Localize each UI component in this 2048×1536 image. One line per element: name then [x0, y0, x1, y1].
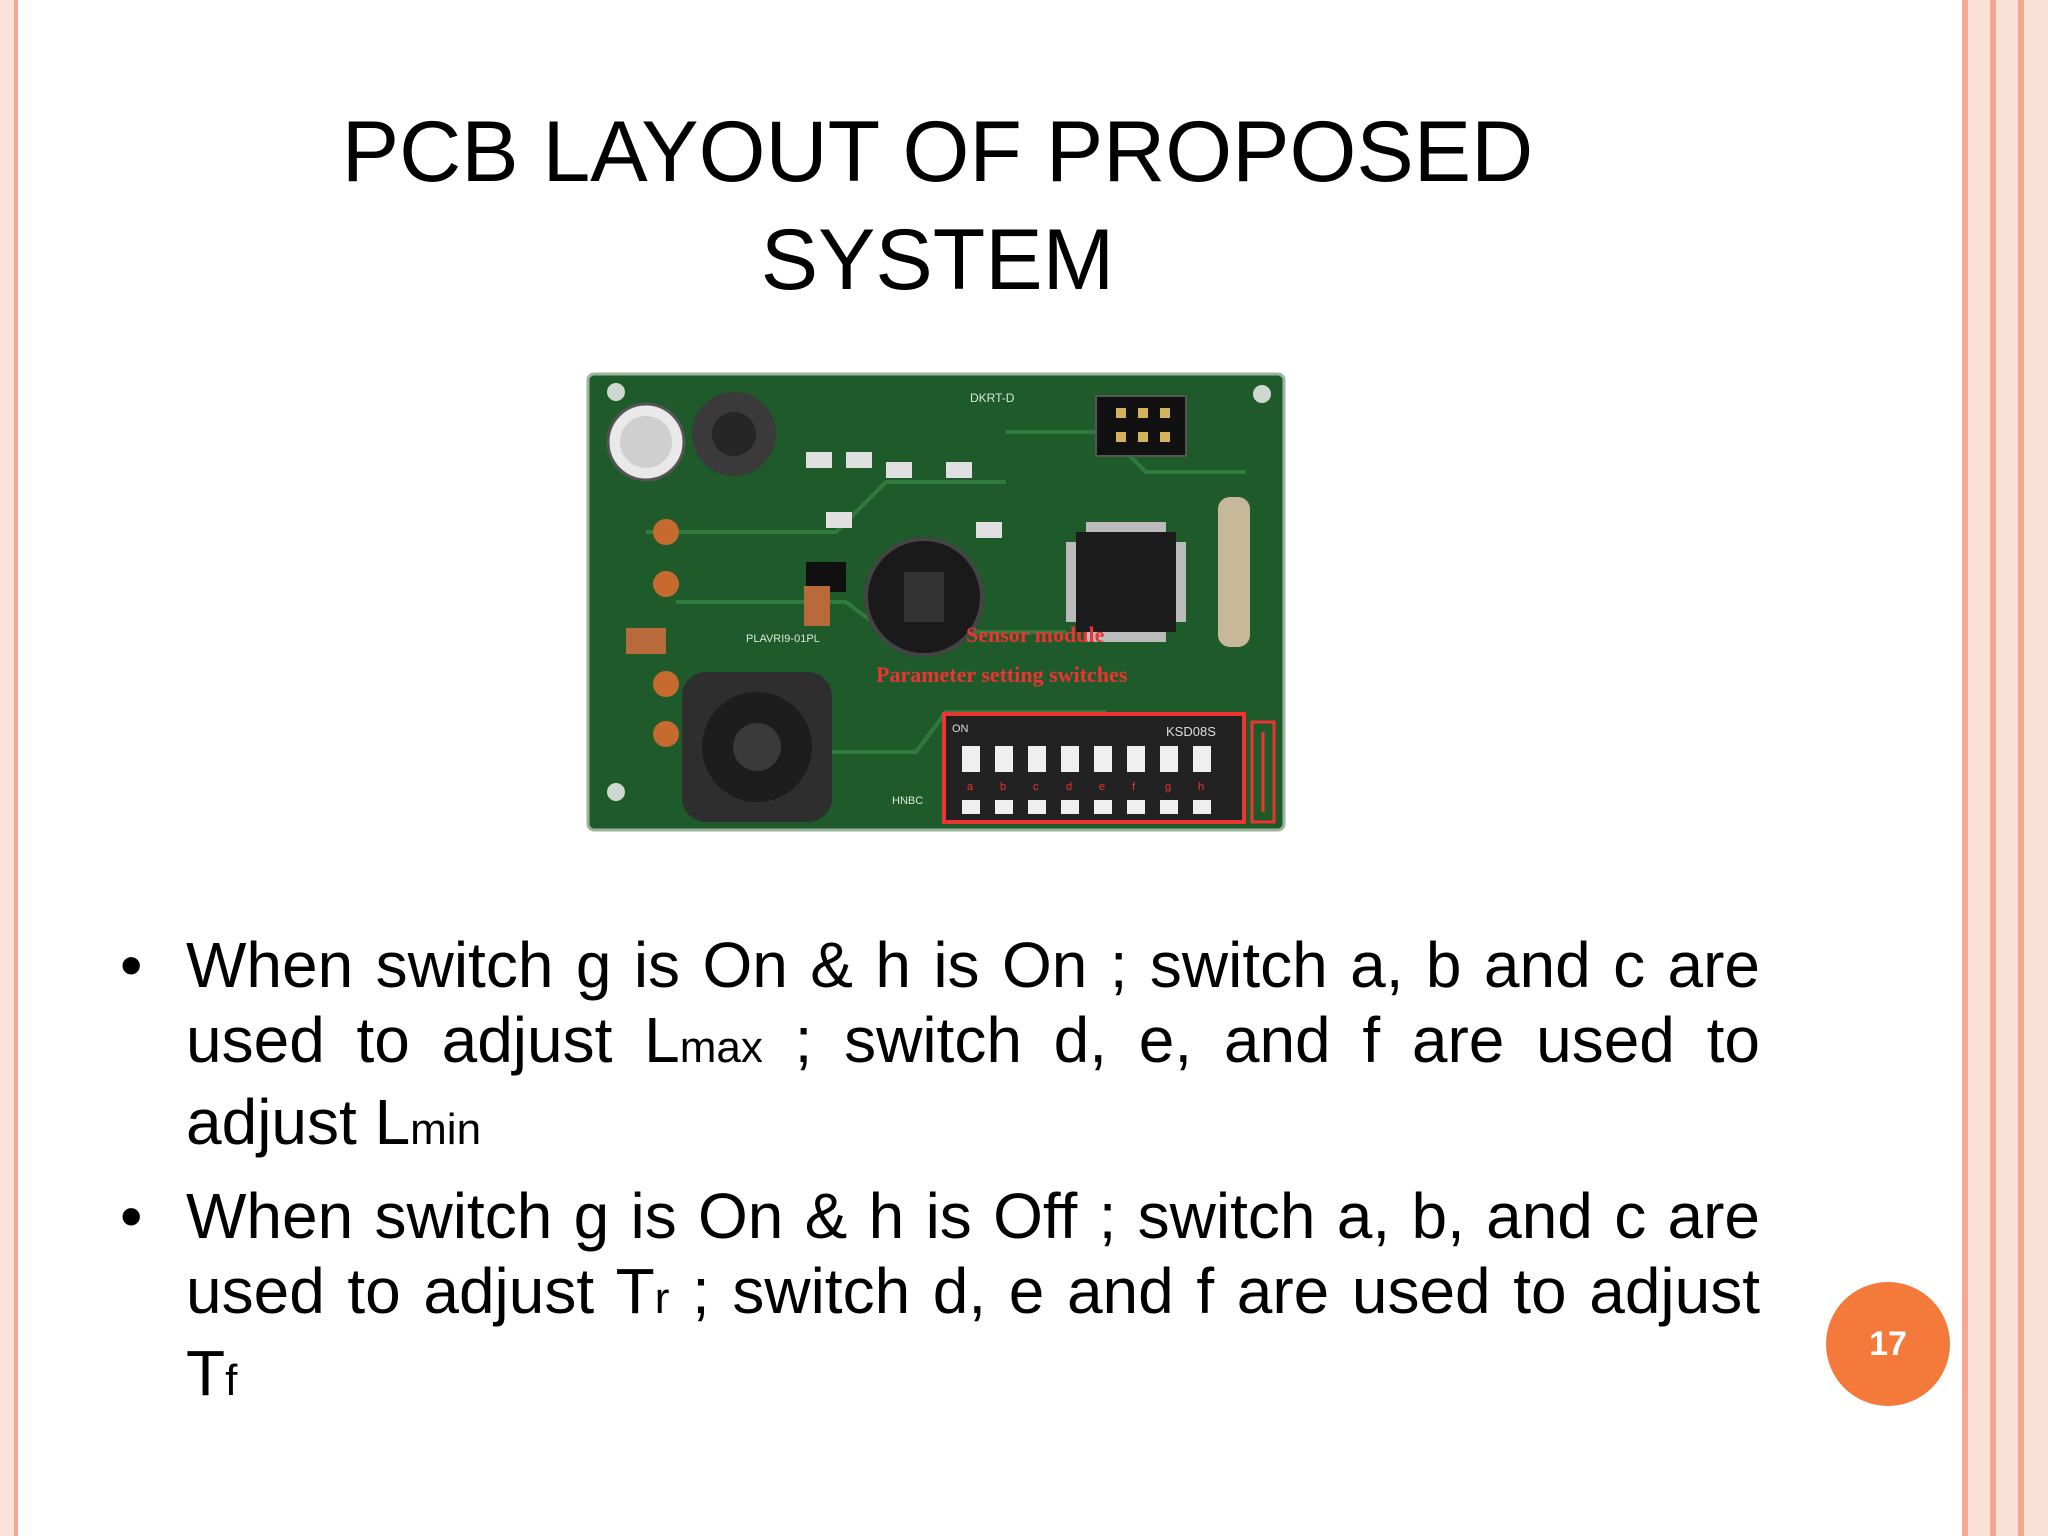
- dip-letter: g: [1165, 781, 1171, 793]
- dip-part-text: KSD08S: [1166, 724, 1216, 739]
- bullet-dot: •: [120, 1180, 143, 1252]
- bullet-text: When switch g is On & h is On ; switch a…: [186, 929, 1760, 1076]
- right-edge-band: [1962, 0, 2048, 1536]
- dip-letter: c: [1033, 781, 1039, 793]
- bullet-item: • When switch g is On & h is Off ; switc…: [120, 1179, 1760, 1418]
- title-line-2: SYSTEM: [760, 212, 1115, 308]
- dip-letter: h: [1198, 781, 1204, 793]
- bullet-item: • When switch g is On & h is On ; switch…: [120, 928, 1760, 1167]
- subscript-lmin: min: [410, 1105, 482, 1154]
- left-edge-line: [14, 0, 18, 1536]
- dip-letter: b: [1000, 781, 1006, 793]
- silkscreen-top-text: DKRT-D: [970, 391, 1015, 405]
- dip-letter: d: [1066, 781, 1072, 793]
- bullet-dot: •: [120, 929, 143, 1001]
- subscript-tr: r: [654, 1274, 670, 1323]
- pcb-photo: DKRT-D PLAVRI9-01PL HNBC Sensor module P…: [586, 372, 1286, 832]
- bullet-text: When switch g is On & h is Off ; switch …: [186, 1180, 1760, 1327]
- left-edge-band: [0, 0, 14, 1536]
- dip-letter: a: [967, 781, 974, 793]
- dip-on-text: ON: [952, 723, 969, 735]
- silkscreen-chip-text: PLAVRI9-01PL: [746, 633, 820, 645]
- silkscreen-corner-text: HNBC: [892, 795, 923, 807]
- bullet-text: ; switch d, e, and f are used to adjust …: [186, 1004, 1761, 1158]
- slide-title: PCB LAYOUT OF PROPOSED SYSTEM: [200, 98, 1675, 314]
- bullet-list: • When switch g is On & h is On ; switch…: [120, 928, 1760, 1430]
- right-edge-line-1: [1962, 0, 1968, 1536]
- parameter-switch-label: Parameter setting switches: [876, 662, 1128, 687]
- subscript-tf: f: [225, 1356, 238, 1405]
- subscript-lmax: max: [679, 1023, 763, 1072]
- dip-letter: f: [1132, 781, 1136, 793]
- title-line-1: PCB LAYOUT OF PROPOSED: [341, 104, 1534, 200]
- right-edge-line-3: [2018, 0, 2024, 1536]
- sensor-module-label: Sensor module: [966, 622, 1105, 647]
- bullet-text: ; switch d, e and f are used to adjust T: [186, 1255, 1761, 1409]
- page-number-badge: 17: [1826, 1282, 1950, 1406]
- dip-letter: e: [1099, 781, 1105, 793]
- right-edge-line-2: [1990, 0, 1996, 1536]
